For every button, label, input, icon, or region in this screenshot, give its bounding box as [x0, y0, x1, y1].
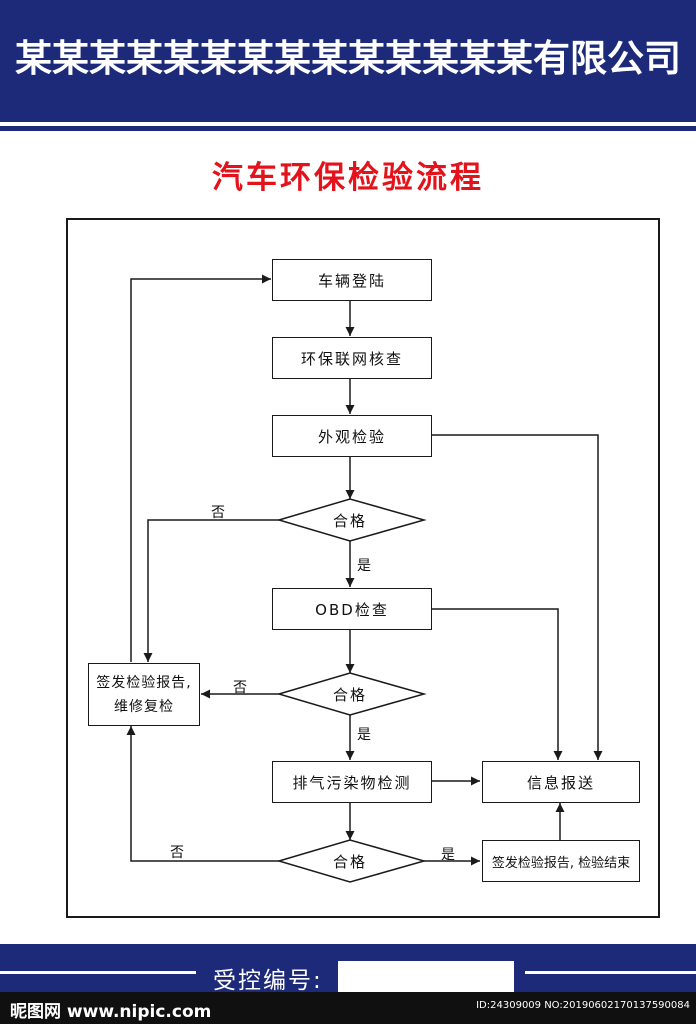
decision-diamond-2 — [276, 672, 427, 716]
node-obd-check: OBD检查 — [272, 588, 432, 630]
arrow-obd-to-info — [431, 608, 563, 760]
footer-line-right — [525, 971, 696, 974]
decision-diamond-1 — [276, 498, 427, 542]
decision-diamond-3 — [276, 839, 427, 883]
node-visual-inspection: 外观检验 — [272, 415, 432, 457]
decision-pass-1: 合格 — [332, 512, 367, 530]
edge-label-no-1: 否 — [211, 505, 225, 521]
edge-label-yes-1: 是 — [357, 558, 371, 574]
node-issue-report-repair-line2: 维修复检 — [114, 698, 174, 715]
watermark-id: ID:24309009 NO:20190602170137590084 — [476, 1000, 690, 1011]
node-issue-report-end: 签发检验报告, 检验结束 — [482, 840, 640, 882]
control-number-label: 受控编号: — [213, 968, 323, 994]
arrow-visual-to-info — [431, 434, 603, 760]
watermark-site: 昵图网 www.nipic.com — [10, 1002, 212, 1022]
node-vehicle-register: 车辆登陆 — [272, 259, 432, 301]
node-emission-test: 排气污染物检测 — [272, 761, 432, 803]
arrow-repair-to-register — [130, 274, 271, 662]
decision-pass-3: 合格 — [332, 853, 367, 871]
page-title: 汽车环保检验流程 — [212, 160, 484, 196]
footer-line-left — [0, 971, 196, 974]
arrow-pass1-no — [143, 519, 279, 662]
company-name: 某某某某某某某某某某某某某某有限公司 — [15, 37, 681, 80]
edge-label-yes-3: 是 — [441, 847, 455, 863]
control-number-field[interactable] — [338, 961, 514, 997]
arrow-pass3-no — [126, 726, 279, 862]
node-network-check: 环保联网核查 — [272, 337, 432, 379]
node-issue-report-repair-line1: 签发检验报告, — [96, 674, 192, 691]
edge-label-yes-2: 是 — [357, 727, 371, 743]
header-banner — [0, 0, 696, 122]
node-issue-report-repair: 签发检验报告, 维修复检 — [88, 663, 200, 726]
flowchart-frame — [66, 218, 660, 918]
edge-label-no-3: 否 — [170, 845, 184, 861]
node-info-report: 信息报送 — [482, 761, 640, 803]
watermark-bar — [0, 992, 696, 1024]
edge-label-no-2: 否 — [233, 680, 247, 696]
header-stripe — [0, 126, 696, 131]
decision-pass-2: 合格 — [332, 686, 367, 704]
